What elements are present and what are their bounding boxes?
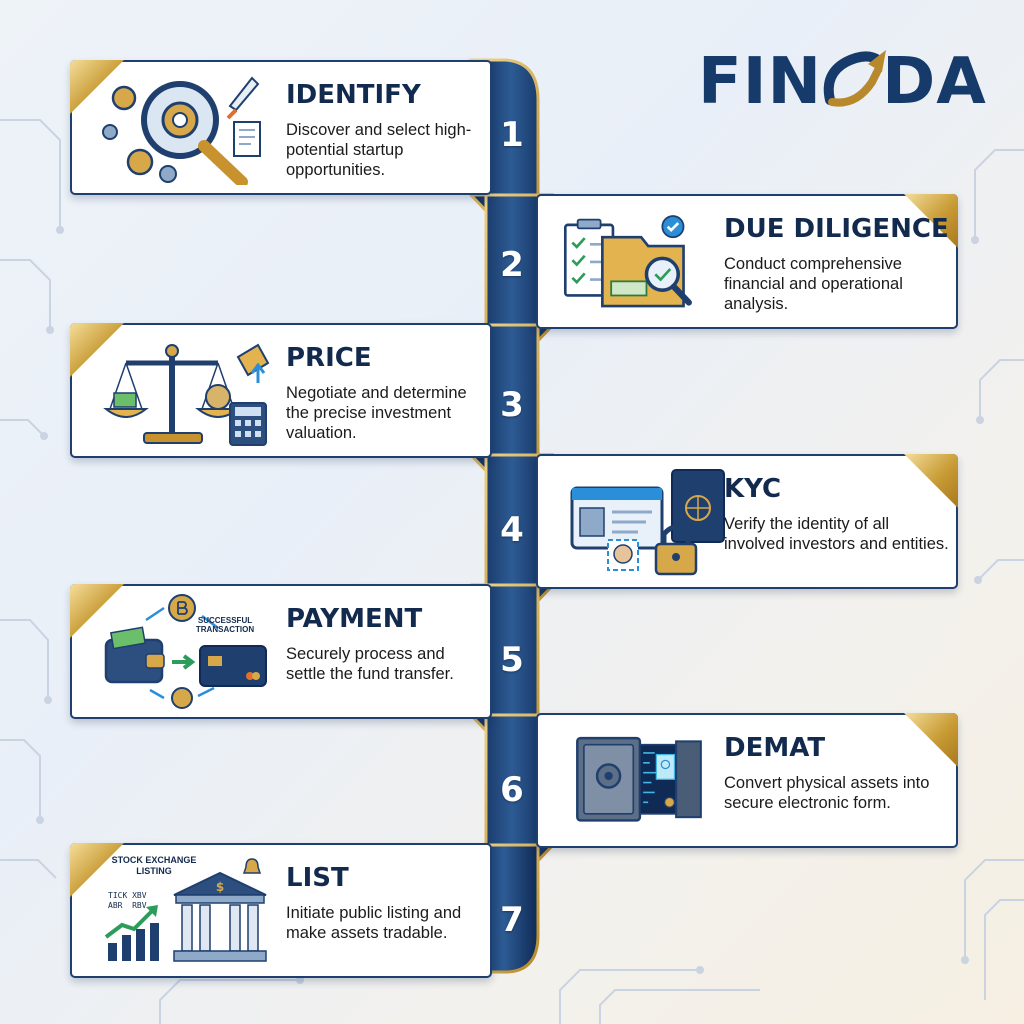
step-description: Negotiate and determine the precise inve… xyxy=(286,384,467,442)
step-description: Conduct comprehensive financial and oper… xyxy=(724,255,903,313)
ticker-label: RBV xyxy=(132,901,147,910)
step-number: 5 xyxy=(500,640,524,680)
ticker-label: TICK xyxy=(108,891,128,900)
step-title: IDENTIFY xyxy=(286,80,421,110)
step-card-identify: IDENTIFY Discover and select high-potent… xyxy=(70,60,492,195)
step-card-demat: DEMAT Convert physical assets into secur… xyxy=(536,713,958,848)
ticker-label: ABR xyxy=(108,901,123,910)
step-description: Verify the identity of all involved inve… xyxy=(724,515,949,553)
step-number: 1 xyxy=(500,115,524,155)
step-title: KYC xyxy=(724,474,782,504)
transaction-caption: SUCCESSFUL TRANSACTION xyxy=(195,616,255,634)
step-card-payment: SUCCESSFUL TRANSACTION PAYMENT Securely … xyxy=(70,584,492,719)
step-description: Securely process and settle the fund tra… xyxy=(286,645,454,683)
step-card-price: PRICE Negotiate and determine the precis… xyxy=(70,323,492,458)
svg-text:$: $ xyxy=(216,880,224,894)
listing-caption: STOCK EXCHANGE LISTING xyxy=(111,855,197,876)
step-description: Convert physical assets into secure elec… xyxy=(724,774,930,812)
checklist-folder-magnifier-icon xyxy=(563,215,692,308)
stock-exchange-building-icon: $ xyxy=(104,858,267,962)
step-number: 4 xyxy=(500,510,524,550)
scale-moneybags-calculator-icon xyxy=(103,343,270,446)
magnifier-gears-rocket-icon xyxy=(102,76,261,185)
logo-growth-arrow-icon xyxy=(823,50,886,107)
step-description: Discover and select high-potential start… xyxy=(286,121,472,179)
step-title: DEMAT xyxy=(724,733,826,763)
logo-text-fin: FIN xyxy=(698,45,823,119)
step-card-list: $ STOCK EXCHANGE LISTING TICK XBV ABR RB… xyxy=(70,843,492,978)
step-number: 6 xyxy=(500,770,524,810)
id-card-passport-lock-icon xyxy=(570,469,725,576)
step-card-kyc: KYC Verify the identity of all involved … xyxy=(536,454,958,589)
step-description: Initiate public listing and make assets … xyxy=(286,904,462,942)
vault-digital-certificate-icon xyxy=(576,736,702,822)
step-number: 3 xyxy=(500,385,524,425)
step-number: 7 xyxy=(500,900,524,940)
logo-text-da: DA xyxy=(882,45,987,119)
step-title: PAYMENT xyxy=(286,604,423,634)
gold-corner-accent xyxy=(904,713,958,767)
ticker-labels: TICK XBV ABR RBV xyxy=(108,891,168,911)
ticker-label: XBV xyxy=(132,891,147,900)
wallet-card-coins-icon xyxy=(104,594,267,709)
step-title: DUE DILIGENCE xyxy=(724,214,949,244)
step-number: 2 xyxy=(500,245,524,285)
step-title: PRICE xyxy=(286,343,372,373)
step-title: LIST xyxy=(286,863,349,893)
step-card-due-diligence: DUE DILIGENCE Conduct comprehensive fina… xyxy=(536,194,958,329)
gold-corner-accent xyxy=(904,454,958,508)
